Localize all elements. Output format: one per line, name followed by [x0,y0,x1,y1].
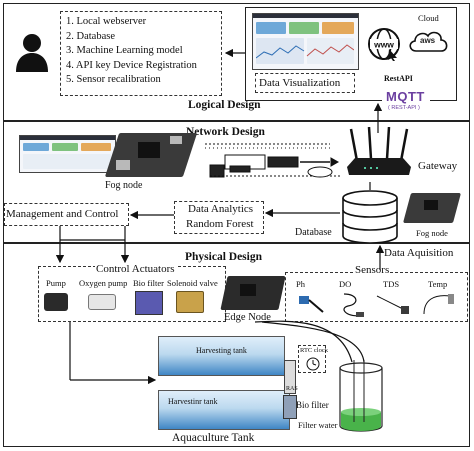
actuator-label-bio-filter: Bio filter [133,278,164,288]
ras-label: RAS [286,386,298,392]
rtc-clock-label: RTC clock [300,347,328,354]
network-design-title: Network Design [186,126,265,138]
fog-node-port [170,136,182,144]
physical-design-title: Physical Design [185,251,262,263]
temp-sensor-device [420,290,458,318]
do-sensor-device [338,290,366,318]
sensors-label: Sensors [354,264,391,276]
oxygen-pump-device [88,294,116,310]
data-acquisition-label: Data Aquisition [384,247,454,259]
data-visualization-label-box [255,73,355,93]
top-harvesting-tank [158,336,285,376]
function-item: 4. API key Device Registration [66,59,197,71]
database-label: Database [295,227,332,238]
functions-list-box: 1. Local webserver 2. Database 3. Machin… [60,11,222,96]
bio-filter-label: Bio filter [296,400,329,410]
actuator-label-pump: Pump [46,278,66,288]
management-control-box [4,203,129,226]
control-actuators-label: Control Actuators [95,263,176,275]
clock-icon [306,357,320,371]
random-forest-label: Random Forest [186,218,254,230]
bio-filter-device [135,291,163,315]
fog-node-2-chip [424,200,438,210]
aws-cloud-icon: aws [406,25,450,57]
top-harvesting-tank-label: Harvesting tank [196,346,247,355]
cloud-label: Cloud [418,13,439,23]
database-icon [340,190,400,244]
sensor-label-temp: Temp [428,279,448,289]
router-icon [345,126,413,182]
sensor-label-ph: Ph [296,279,305,289]
bottom-harvesting-tank-label: Harvestinr tank [168,397,218,406]
mqtt-text: MQTT [386,89,425,104]
management-control-label: Management and Control [6,208,119,220]
bottom-harvesting-tank [158,390,290,430]
ph-sensor-device [297,292,325,316]
fog-node-port [116,160,130,170]
dashboard-screenshot [252,13,359,70]
function-item: 2. Database [66,30,115,42]
data-visualization-label: Data Visualization [259,77,341,89]
data-analytics-label: Data Analytics [188,203,254,215]
sensor-label-tds: TDS [383,279,400,289]
pump-device [44,293,68,311]
edge-node-chip [240,284,256,296]
mqtt-subtext: ( REST-API ) [388,105,420,111]
aquaculture-tank-label: Aquaculture Tank [172,432,255,444]
logical-design-title: Logical Design [188,99,261,111]
actuator-label-solenoid-valve: Solenoid valve [167,278,218,288]
www-globe-icon: www [367,27,401,61]
sensor-beaker [336,360,386,432]
gateway-label: Gateway [418,160,458,172]
rest-api-label: RestAPI [384,74,413,83]
bio-filter-unit [283,395,297,419]
aws-text: aws [420,36,436,45]
fog-node-2-label: Fog node [416,228,448,238]
data-analytics-box [174,201,264,234]
fog-dashboard-screenshot [19,135,116,173]
function-item: 5. Sensor recalibration [66,74,161,85]
edge-node-label: Edge Node [224,312,271,323]
user-icon [14,32,50,72]
svg-text:www: www [373,40,394,50]
solenoid-valve-device [176,291,204,313]
fog-node-chip [138,142,160,158]
sensors-box [285,272,468,322]
fog-node-label: Fog node [105,180,143,191]
mqtt-logo: MQTT ( REST-API ) [382,88,430,118]
tds-sensor-device [375,292,411,316]
function-item: 3. Machine Learning model [66,45,183,56]
sensor-label-do: DO [339,279,352,289]
filter-water-label: Filter water [298,420,338,430]
actuator-label-oxygen-pump: Oxygen pump [79,278,128,288]
function-item: 1. Local webserver [66,16,147,27]
